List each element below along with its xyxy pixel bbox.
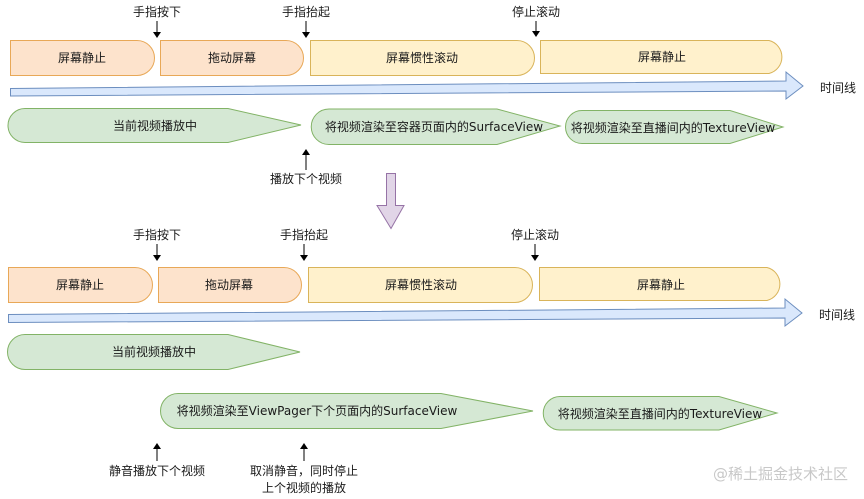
timeline-arrow — [8, 297, 803, 328]
phase-label: 屏幕静止 — [58, 51, 106, 65]
timeline-label: 时间线 — [819, 308, 855, 322]
video-label: 将视频渲染至容器页面内的SurfaceView — [325, 119, 543, 134]
annotation-muted-play-next: 静音播放下个视频 — [109, 463, 205, 478]
event-label-finger-up: 手指抬起 — [280, 227, 328, 242]
video-pill-viewpager-surfaceview — [160, 393, 534, 429]
timeline-label: 时间线 — [820, 81, 856, 95]
video-pill-textureview — [565, 110, 785, 144]
phase-label: 屏幕静止 — [56, 278, 104, 292]
arrowhead-icon — [531, 255, 539, 261]
arrowhead-icon — [532, 31, 540, 37]
phase-label: 屏幕静止 — [637, 278, 685, 292]
event-label-finger-down: 手指按下 — [133, 4, 181, 19]
arrowhead-icon — [153, 32, 161, 38]
arrowhead-icon — [300, 443, 308, 449]
arrowhead-icon — [302, 149, 310, 155]
phase-box-idle — [8, 267, 153, 303]
phase-box-idle-end — [539, 267, 781, 301]
phase-label: 屏幕静止 — [638, 50, 686, 64]
annotation-unmute-line1: 取消静音，同时停止 — [250, 463, 358, 478]
video-label: 当前视频播放中 — [113, 118, 197, 133]
arrowhead-icon — [300, 255, 308, 261]
top-section: 手指按下 手指抬起 停止滚动 屏幕静止 拖动屏幕 屏幕惯性滚动 屏幕静止 时间线… — [7, 4, 856, 186]
arrowhead-icon — [153, 443, 161, 449]
arrowhead-icon — [302, 32, 310, 38]
phase-box-fling — [310, 40, 535, 76]
annotation-unmute-line2: 上个视频的播放 — [262, 480, 346, 495]
video-label: 将视频渲染至ViewPager下个页面内的SurfaceView — [177, 403, 458, 418]
phase-box-idle-end — [540, 40, 783, 74]
phase-box-dragging — [160, 40, 304, 76]
phase-box-dragging — [158, 267, 302, 303]
video-pill-current — [7, 334, 301, 370]
video-label: 将视频渲染至直播间内的TextureView — [558, 406, 763, 421]
timeline-arrow — [10, 70, 804, 101]
annotation-play-next: 播放下个视频 — [270, 171, 342, 186]
video-pill-textureview — [542, 396, 779, 431]
phase-label: 屏幕惯性滚动 — [385, 277, 457, 292]
video-pill-current — [7, 108, 302, 143]
event-label-stop-scroll: 停止滚动 — [511, 227, 559, 242]
event-label-finger-down: 手指按下 — [133, 227, 181, 242]
event-label-stop-scroll: 停止滚动 — [512, 4, 560, 19]
arrowhead-icon — [153, 255, 161, 261]
bottom-section: 手指按下 手指抬起 停止滚动 屏幕静止 拖动屏幕 屏幕惯性滚动 屏幕静止 时间线… — [7, 227, 855, 495]
video-label: 当前视频播放中 — [112, 344, 196, 359]
phase-label: 拖动屏幕 — [208, 51, 256, 65]
phase-box-idle — [10, 40, 155, 76]
event-label-finger-up: 手指抬起 — [282, 4, 330, 19]
watermark: @稀土掘金技术社区 — [713, 465, 848, 483]
video-label: 将视频渲染至直播间内的TextureView — [571, 120, 776, 135]
video-pill-surfaceview — [310, 108, 562, 145]
phase-box-fling — [308, 267, 533, 303]
transition-down-arrow-icon — [376, 173, 405, 230]
phase-label: 拖动屏幕 — [205, 278, 253, 292]
phase-label: 屏幕惯性滚动 — [386, 50, 458, 65]
